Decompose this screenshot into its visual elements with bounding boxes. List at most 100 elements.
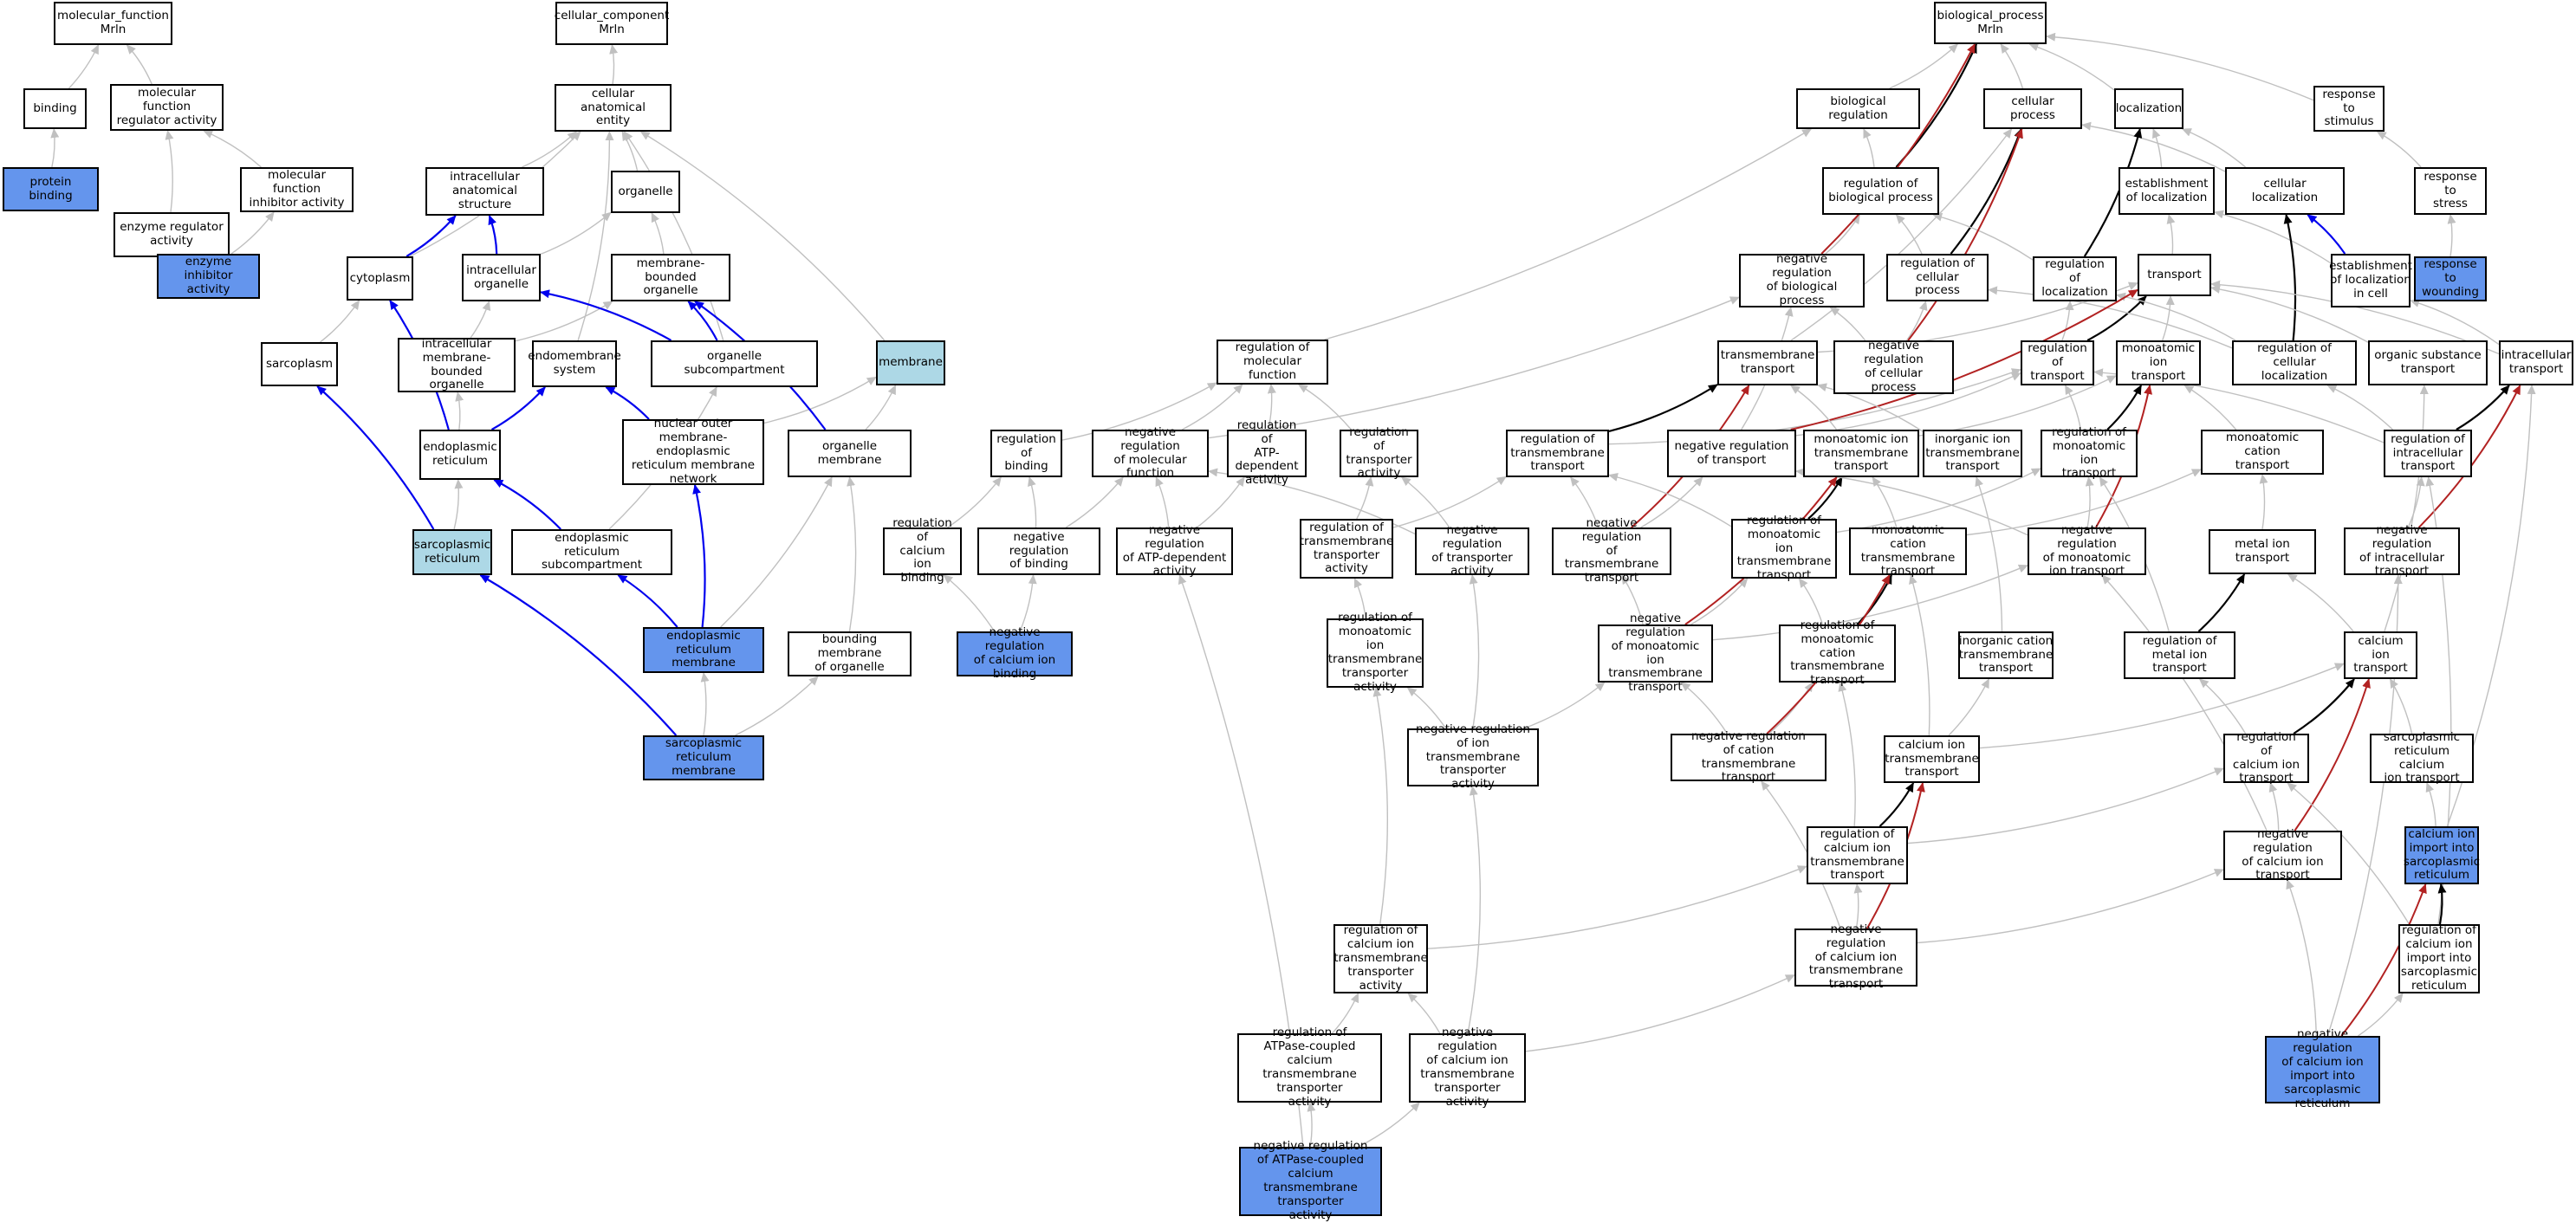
term-node-bmo[interactable]: bounding membrane of organelle xyxy=(788,631,912,676)
term-node-monoiontmt[interactable]: monoatomic ion transmembrane transport xyxy=(1803,430,1919,477)
term-node-cae[interactable]: cellular anatomical entity xyxy=(555,84,672,132)
term-node-monoion[interactable]: monoatomic ion transport xyxy=(2116,340,2201,385)
term-node-negregmf[interactable]: negative regulation of molecular functio… xyxy=(1092,425,1209,480)
term-node-regtransact[interactable]: regulation of transporter activity xyxy=(1340,425,1418,480)
term-node-regtransport[interactable]: regulation of transport xyxy=(2021,340,2094,385)
term-node-inorgcattmt[interactable]: inorganic cation transmembrane transport xyxy=(1958,631,2054,679)
term-node-endosys[interactable]: endomembrane system xyxy=(528,340,621,387)
term-node-regictr[interactable]: regulation of intracellular transport xyxy=(2384,430,2472,477)
term-node-er[interactable]: endoplasmic reticulum xyxy=(419,430,501,480)
edge-regulates-regcaion-to-caion xyxy=(2293,678,2355,734)
term-node-regloc[interactable]: regulation of localization xyxy=(2033,256,2117,301)
edge-is-a-caion-to-orgsubtr xyxy=(2384,385,2429,632)
term-node-regtmtact[interactable]: regulation of transmembrane transporter … xyxy=(1300,519,1393,579)
term-node-resp_stim[interactable]: response to stimulus xyxy=(2313,86,2385,132)
term-node-regmonoiontmt[interactable]: regulation of monoatomic ion transmembra… xyxy=(1731,514,1837,582)
term-node-resp_wound[interactable]: response to wounding xyxy=(2414,256,2487,301)
term-node-regbind[interactable]: regulation of binding xyxy=(990,430,1062,477)
term-node-srcatr[interactable]: sarcoplasmic reticulum calcium ion trans… xyxy=(2370,730,2474,785)
term-node-ersub[interactable]: endoplasmic reticulum subcompartment xyxy=(511,529,672,575)
term-node-membrane[interactable]: membrane xyxy=(876,340,945,385)
term-node-caion[interactable]: calcium ion transport xyxy=(2344,631,2417,679)
term-node-regbp[interactable]: regulation of biological process xyxy=(1822,167,1939,215)
term-node-catmt[interactable]: calcium ion transmembrane transport xyxy=(1884,735,1980,783)
term-node-negregbind[interactable]: negative regulation of binding xyxy=(977,527,1100,575)
term-node-monocation[interactable]: monoatomic cation transport xyxy=(2201,430,2324,475)
term-node-tmt[interactable]: transmembrane transport xyxy=(1717,340,1818,385)
term-node-negregmonoion[interactable]: negative regulation of monoatomic ion tr… xyxy=(2028,523,2146,578)
term-node-regcatmt[interactable]: regulation of calcium ion transmembrane … xyxy=(1807,826,1908,884)
term-node-negregtransact[interactable]: negative regulation of transporter activ… xyxy=(1415,523,1529,578)
term-node-regcatmtact[interactable]: regulation of calcium ion transmembrane … xyxy=(1333,923,1428,993)
term-node-negregiontmtact[interactable]: negative regulation of ion transmembrane… xyxy=(1407,722,1539,791)
term-node-regmonoiontmtact[interactable]: regulation of monoatomic ion transmembra… xyxy=(1327,611,1424,694)
term-node-sarcoplasm[interactable]: sarcoplasm xyxy=(261,342,338,386)
term-node-protbind[interactable]: protein binding xyxy=(3,167,99,211)
term-node-regcellloc[interactable]: regulation of cellular localization xyxy=(2232,340,2357,385)
term-node-transport[interactable]: transport xyxy=(2138,254,2211,296)
term-node-sr[interactable]: sarcoplasmic reticulum xyxy=(412,529,492,575)
term-node-erm[interactable]: endoplasmic reticulum membrane xyxy=(643,627,764,673)
term-node-regcaion[interactable]: regulation of calcium ion transport xyxy=(2223,730,2309,785)
term-node-intorg[interactable]: intracellular organelle xyxy=(462,254,541,301)
term-node-nomer[interactable]: nuclear outer membrane-endoplasmic retic… xyxy=(622,417,764,486)
term-node-inorgiontmt[interactable]: inorganic ion transmembrane transport xyxy=(1923,430,2022,477)
term-node-regtmt[interactable]: regulation of transmembrane transport xyxy=(1506,430,1609,477)
term-node-orgsubtr[interactable]: organic substance transport xyxy=(2368,340,2488,385)
term-node-negregbp[interactable]: negative regulation of biological proces… xyxy=(1739,252,1865,307)
term-node-orgsub[interactable]: organelle subcompartment xyxy=(651,340,818,387)
term-node-regmetalion[interactable]: regulation of metal ion transport xyxy=(2124,631,2235,679)
term-node-negregcattmt[interactable]: negative regulation of cation transmembr… xyxy=(1671,729,1827,784)
term-node-cytoplasm[interactable]: cytoplasm xyxy=(347,256,413,301)
term-node-estloc[interactable]: establishment of localization xyxy=(2119,167,2215,215)
term-node-negregcaimpsr[interactable]: negative regulation of calcium ion impor… xyxy=(2265,1027,2380,1110)
term-node-cellloc[interactable]: cellular localization xyxy=(2225,167,2345,215)
term-node-enzreg[interactable]: enzyme regulator activity xyxy=(114,212,230,257)
term-node-mfreg[interactable]: molecular function regulator activity xyxy=(110,84,224,131)
term-node-regcp[interactable]: regulation of cellular process xyxy=(1886,254,1989,301)
term-node-enzinh[interactable]: enzyme inhibitor activity xyxy=(157,254,260,299)
term-node-estlocell[interactable]: establishment of localization in cell xyxy=(2329,254,2412,307)
term-node-metaliontr[interactable]: metal ion transport xyxy=(2209,529,2316,574)
term-node-cellproc[interactable]: cellular process xyxy=(1983,88,2082,129)
term-node-binding[interactable]: binding xyxy=(23,88,87,129)
term-node-orgmem[interactable]: organelle membrane xyxy=(788,430,912,477)
term-node-regcaimpsr[interactable]: regulation of calcium ion import into sa… xyxy=(2398,923,2480,993)
term-node-resp_stress[interactable]: response to stress xyxy=(2414,167,2487,215)
term-node-negregtr[interactable]: negative regulation of transport xyxy=(1667,430,1796,477)
term-node-regmonoion[interactable]: regulation of monoatomic ion transport xyxy=(2041,425,2138,480)
term-node-imbo[interactable]: intracellular membrane-bounded organelle xyxy=(398,337,516,392)
term-node-caimpsr[interactable]: calcium ion import into sarcoplasmic ret… xyxy=(2404,826,2480,884)
term-node-bioreg[interactable]: biological regulation xyxy=(1796,88,1920,129)
term-node-ictr[interactable]: intracellular transport xyxy=(2499,340,2573,385)
term-node-negregatpdep[interactable]: negative regulation of ATP-dependent act… xyxy=(1116,523,1233,578)
term-node-monocattmt[interactable]: monoatomic cation transmembrane transpor… xyxy=(1849,523,1967,578)
term-node-negregatpcatmtact[interactable]: negative regulation of ATPase-coupled ca… xyxy=(1239,1139,1382,1222)
term-node-negregcabind[interactable]: negative regulation of calcium ion bindi… xyxy=(957,625,1073,681)
edge-regulates-regcatmt-to-catmt xyxy=(1878,782,1915,827)
term-node-organelle[interactable]: organelle xyxy=(611,171,680,213)
edge-is-a-caion-to-metaliontr xyxy=(2287,573,2354,632)
edge-is-a-regloc-to-regbp xyxy=(1932,212,2034,261)
term-node-srm[interactable]: sarcoplasmic reticulum membrane xyxy=(643,735,764,780)
term-node-negregictr[interactable]: negative regulation of intracellular tra… xyxy=(2344,523,2460,578)
term-node-regmf[interactable]: regulation of molecular function xyxy=(1217,340,1328,385)
term-node-negregmonoiontmt[interactable]: negative regulation of monoatomic ion tr… xyxy=(1598,612,1713,694)
term-node-regcabind[interactable]: regulation of calcium ion binding xyxy=(883,516,962,585)
term-node-localization[interactable]: localization xyxy=(2114,88,2183,129)
term-node-mbo[interactable]: membrane-bounded organelle xyxy=(611,254,730,301)
edge-is-a-mbo-to-organelle xyxy=(651,212,665,255)
term-node-regmonocattmt[interactable]: regulation of monoatomic cation transmem… xyxy=(1779,618,1896,687)
term-node-negregcp[interactable]: negative regulation of cellular process xyxy=(1833,339,1954,394)
term-node-ias[interactable]: intracellular anatomical structure xyxy=(425,167,544,216)
term-node-negregcatmt[interactable]: negative regulation of calcium ion trans… xyxy=(1794,922,1917,991)
term-node-negregcatmtact[interactable]: negative regulation of calcium ion trans… xyxy=(1409,1026,1526,1109)
term-node-negregcaion[interactable]: negative regulation of calcium ion trans… xyxy=(2223,827,2342,882)
term-node-mf[interactable]: molecular_function Mrln xyxy=(54,2,172,45)
term-node-regatpdep[interactable]: regulation of ATP-dependent activity xyxy=(1227,418,1307,487)
term-node-cc[interactable]: cellular_component Mrln xyxy=(555,2,669,45)
term-node-bp[interactable]: biological_process Mrln xyxy=(1934,2,2047,44)
term-node-negregtmt[interactable]: negative regulation of transmembrane tra… xyxy=(1552,516,1671,585)
term-node-mfinh[interactable]: molecular function inhibitor activity xyxy=(240,167,354,212)
term-node-regatpcatmtact[interactable]: regulation of ATPase-coupled calcium tra… xyxy=(1237,1026,1382,1109)
